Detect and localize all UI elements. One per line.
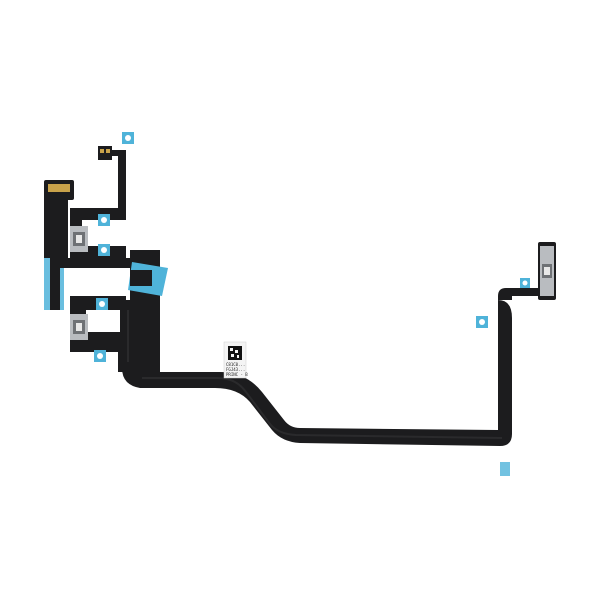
- label-line2: FGJ43...: [226, 367, 245, 372]
- label-line3: PRINC - B: [226, 372, 248, 377]
- left-cluster: [44, 132, 168, 362]
- main-ribbon: [118, 250, 512, 446]
- barcode-label: C81C0... FGJ43... PRINC - B: [223, 341, 248, 379]
- right-branch: [476, 242, 556, 476]
- label-line1: C81C0...: [226, 362, 245, 367]
